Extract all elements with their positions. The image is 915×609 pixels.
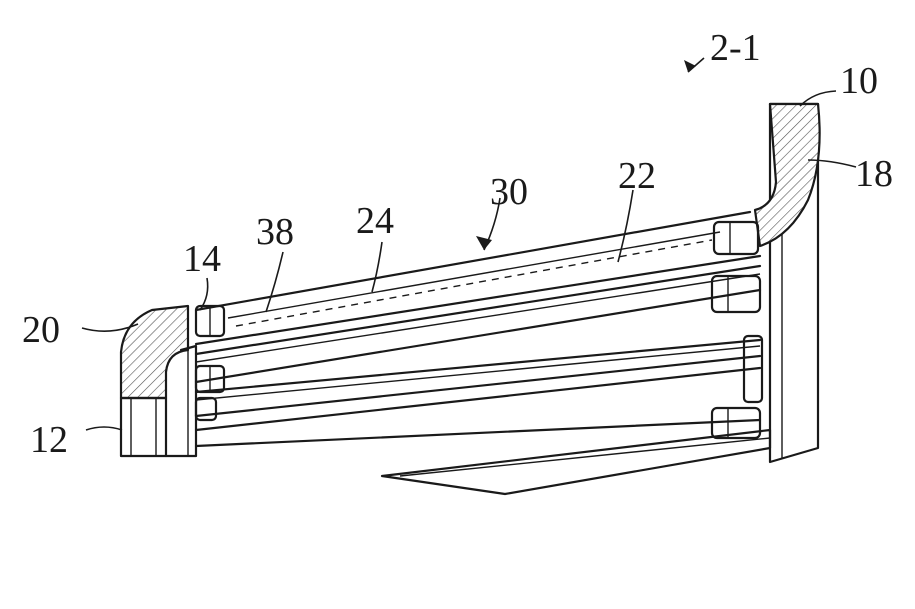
right-fittings — [712, 222, 762, 438]
label-18: 18 — [855, 153, 893, 195]
left-base-block — [121, 398, 166, 456]
label-14: 14 — [183, 238, 221, 280]
label-22: 22 — [618, 155, 656, 197]
label-30: 30 — [490, 171, 528, 213]
label-2-1: 2-1 — [710, 27, 761, 69]
right-hatched-elbow — [755, 104, 820, 246]
left-end-plate — [166, 346, 196, 456]
label-12: 12 — [30, 419, 68, 461]
label-24: 24 — [356, 200, 394, 242]
label-20: 20 — [22, 309, 60, 351]
label-10: 10 — [840, 60, 878, 102]
label-38: 38 — [256, 211, 294, 253]
left-hatched-elbow — [121, 306, 188, 398]
bottom-wedge — [382, 430, 770, 494]
left-fittings — [196, 306, 224, 420]
arrowheads — [476, 60, 696, 250]
inner-conduit-38 — [236, 240, 712, 326]
